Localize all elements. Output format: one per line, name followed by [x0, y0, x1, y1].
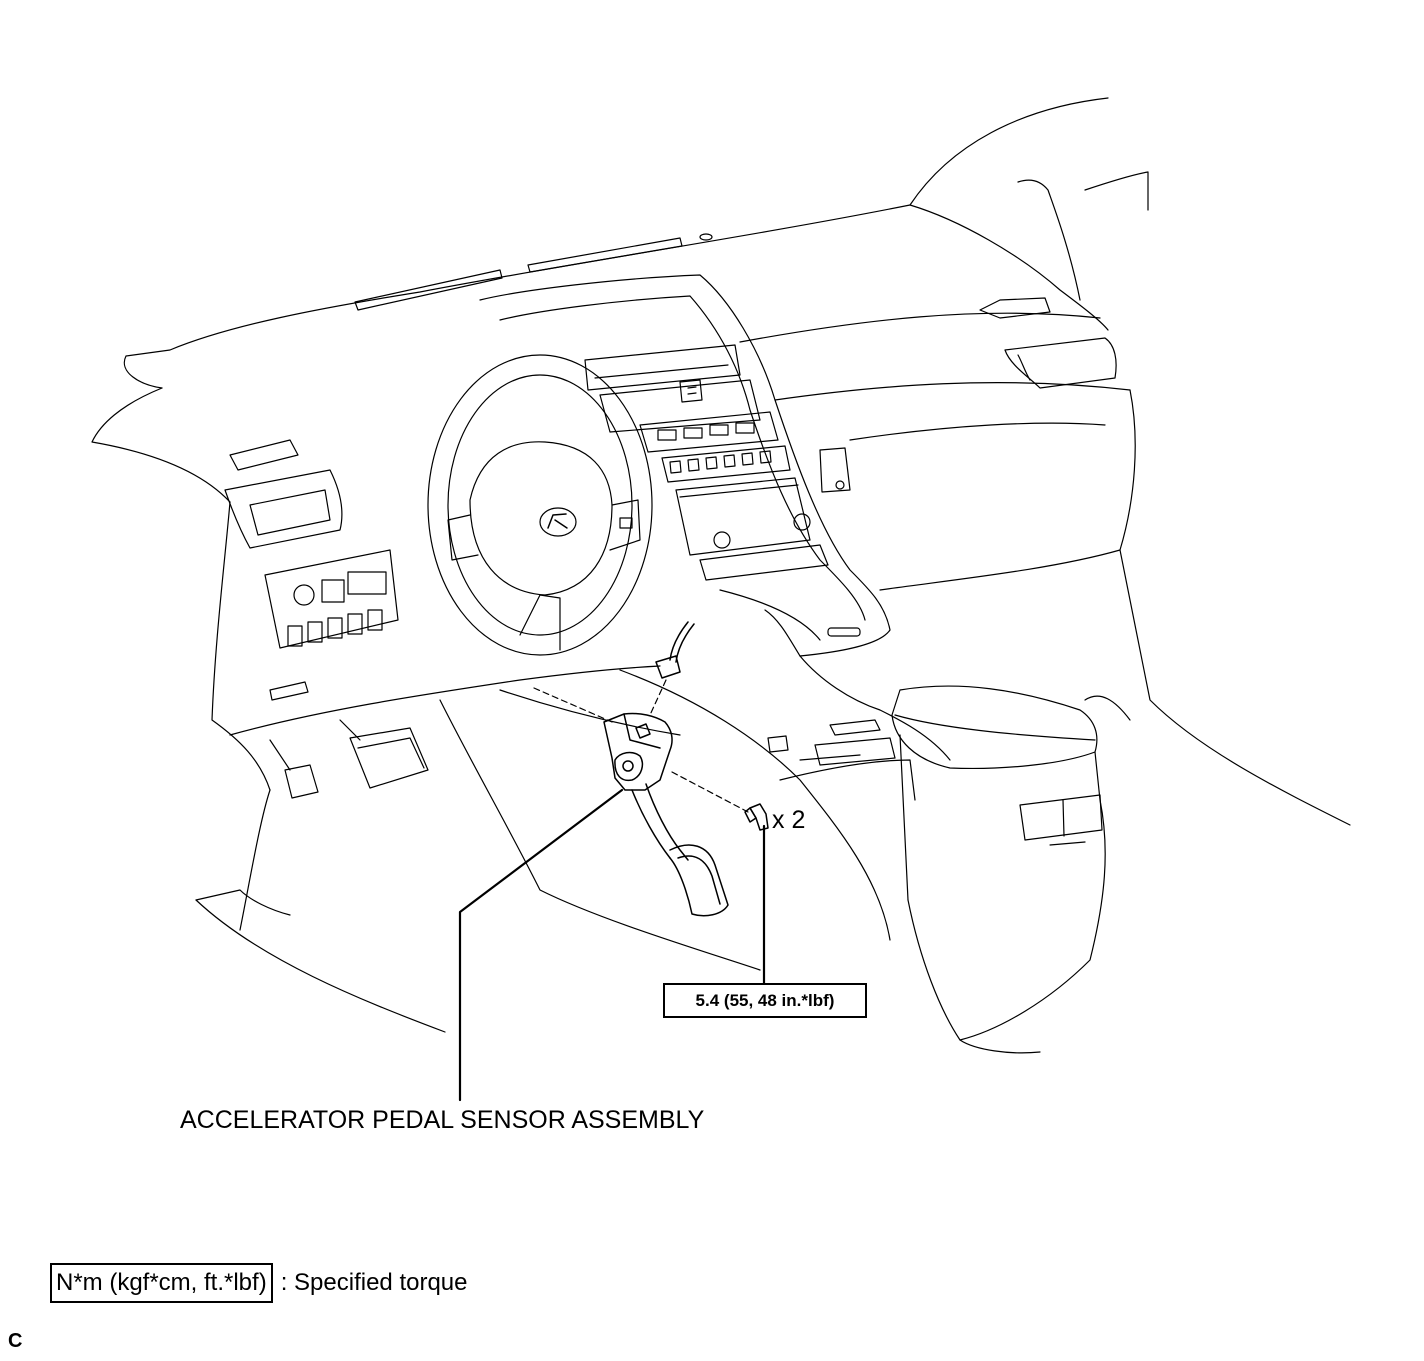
driver-dash [211, 439, 399, 931]
passenger-dash [739, 297, 1351, 826]
install-guide-lines [533, 687, 749, 813]
leader-lines [458, 788, 766, 1102]
torque-spec-box: 5.4 (55, 48 in.*lbf) [663, 983, 867, 1018]
lower-dash [195, 655, 951, 1033]
other-pedals [269, 719, 429, 799]
center-console [891, 685, 1131, 1054]
torque-legend: N*m (kgf*cm, ft.*lbf) : Specified torque [50, 1263, 468, 1303]
steering-wheel [427, 354, 653, 656]
defroster-vents [354, 233, 713, 311]
harness-connector [649, 621, 695, 716]
legend-unit-box: N*m (kgf*cm, ft.*lbf) [50, 1263, 273, 1303]
bolt-quantity-label: x 2 [772, 806, 806, 834]
bolt-icon [744, 803, 769, 831]
part-name-label: ACCELERATOR PEDAL SENSOR ASSEMBLY [180, 1106, 705, 1134]
center-stack [479, 274, 891, 657]
figure-code: C [8, 1330, 23, 1352]
accelerator-pedal-assembly [603, 712, 729, 917]
windshield-edge [91, 97, 1149, 503]
legend-description: : Specified torque [280, 1269, 468, 1296]
